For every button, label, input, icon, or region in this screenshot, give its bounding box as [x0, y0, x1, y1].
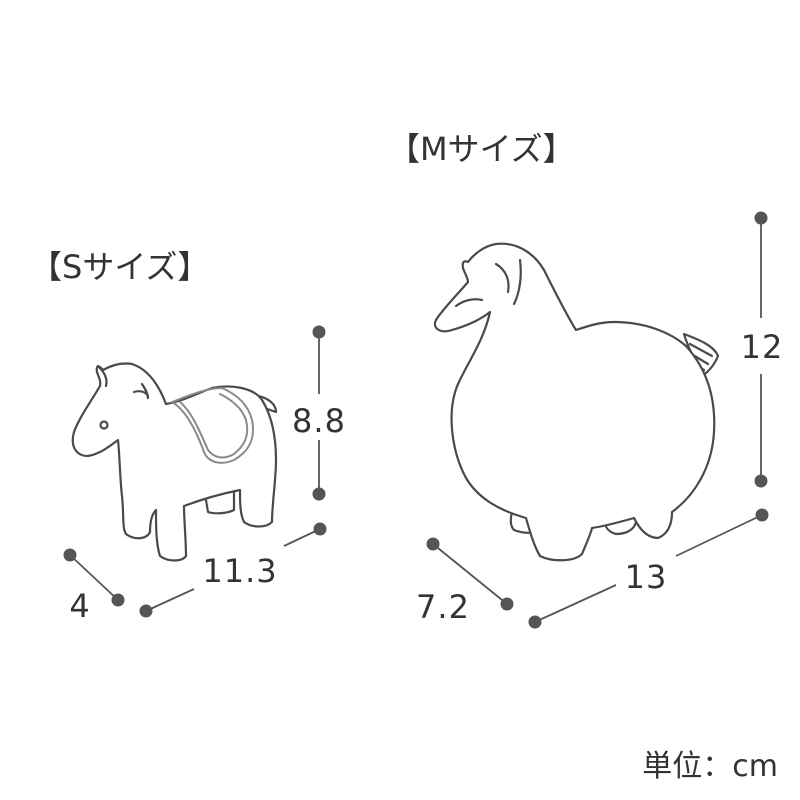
- m-horse-illustration: [433, 242, 720, 562]
- s-height-top-dot: [312, 325, 326, 339]
- m-width-label: 13: [625, 558, 668, 596]
- s-height-bottom-dot: [312, 487, 326, 501]
- m-size-title: 【Mサイズ】: [388, 130, 575, 168]
- m-height-dimension: 12: [741, 211, 784, 488]
- m-width-left-dot: [528, 615, 542, 629]
- m-height-bottom-dot: [754, 474, 768, 488]
- s-height-dimension: 8.8: [292, 325, 346, 501]
- s-width-label: 11.3: [202, 552, 277, 590]
- m-depth-top-dot: [426, 537, 440, 551]
- m-depth-dimension: 7.2: [416, 537, 514, 626]
- m-depth-bottom-dot: [500, 597, 514, 611]
- s-depth-dimension: 4: [63, 548, 125, 625]
- m-height-top-dot: [754, 211, 768, 225]
- s-width-right-dot: [313, 522, 327, 536]
- s-depth-top-dot: [63, 548, 77, 562]
- m-height-label: 12: [741, 328, 784, 366]
- s-size-title: 【Sサイズ】: [30, 248, 209, 286]
- m-width-dimension: 13: [528, 508, 769, 629]
- s-horse-illustration: [71, 362, 278, 562]
- s-width-dimension: 11.3: [139, 522, 327, 618]
- s-width-left-dot: [139, 604, 153, 618]
- s-height-label: 8.8: [292, 402, 346, 440]
- s-depth-label: 4: [69, 587, 90, 625]
- m-depth-label: 7.2: [416, 588, 470, 626]
- m-width-right-dot: [755, 508, 769, 522]
- unit-label: 単位：cm: [642, 749, 778, 784]
- s-depth-bottom-dot: [111, 593, 125, 607]
